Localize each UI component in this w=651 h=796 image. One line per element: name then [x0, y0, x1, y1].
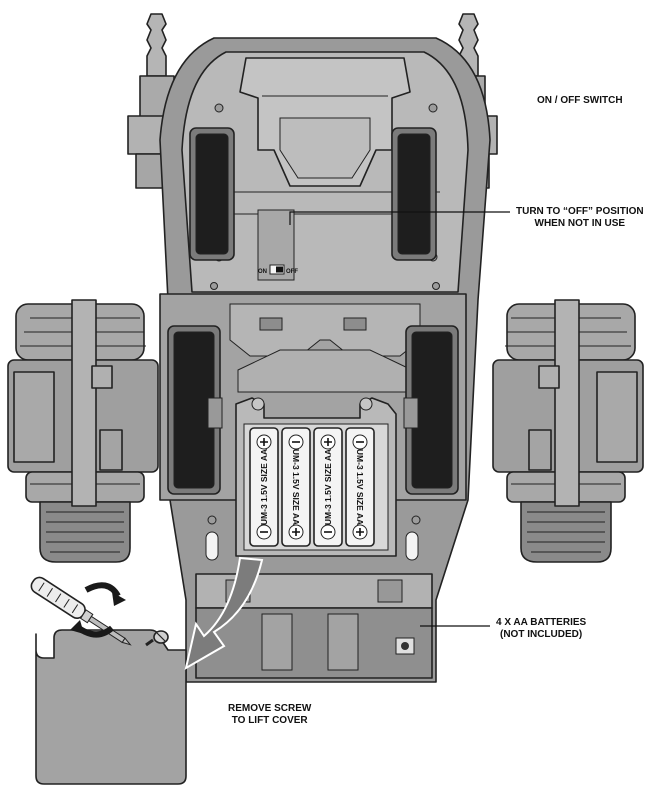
batteries-line2: (NOT INCLUDED) — [499, 629, 583, 640]
turn-off-callout: TURN TO “OFF” POSITION WHEN NOT IN USE — [516, 206, 644, 230]
right-engine — [492, 299, 644, 563]
battery-2: UM-3 1.5V SIZE AA — [281, 427, 311, 547]
switch-on-label: ON — [258, 269, 267, 275]
remove-screw-callout: REMOVE SCREW TO LIFT COVER — [228, 703, 311, 727]
curved-arrow-icon — [184, 556, 264, 671]
leader-lines — [289, 211, 510, 627]
switch-off-label: OFF — [286, 269, 298, 275]
batteries-line1: 4 X AA BATTERIES — [496, 617, 587, 628]
batteries-callout: 4 X AA BATTERIES (NOT INCLUDED) — [496, 617, 586, 641]
battery-2-label: UM-3 1.5V SIZE AA — [291, 449, 301, 525]
turn-off-line2: WHEN NOT IN USE — [534, 218, 626, 229]
battery-4-label: UM-3 1.5V SIZE AA — [355, 449, 365, 525]
battery-compartment — [205, 397, 421, 561]
turn-off-line1: TURN TO “OFF” POSITION — [516, 206, 644, 217]
battery-1-label: UM-3 1.5V SIZE AA — [259, 449, 269, 525]
remove-screw-line1: REMOVE SCREW — [228, 703, 312, 714]
on-off-switch-callout: ON / OFF SWITCH — [537, 95, 623, 107]
battery-cover — [35, 629, 187, 785]
on-off-switch-label: ON / OFF SWITCH — [537, 95, 623, 106]
left-engine — [7, 299, 159, 563]
remove-screw-line2: TO LIFT COVER — [231, 715, 308, 726]
rear-section — [195, 573, 433, 679]
battery-3: UM-3 1.5V SIZE AA — [313, 427, 343, 547]
screw-icon — [145, 630, 169, 647]
battery-1: UM-3 1.5V SIZE AA — [249, 427, 279, 547]
rotate-arrow-icon — [70, 582, 126, 638]
battery-4: UM-3 1.5V SIZE AA — [345, 427, 375, 547]
on-off-switch: ON OFF — [258, 264, 298, 275]
battery-3-label: UM-3 1.5V SIZE AA — [323, 449, 333, 525]
